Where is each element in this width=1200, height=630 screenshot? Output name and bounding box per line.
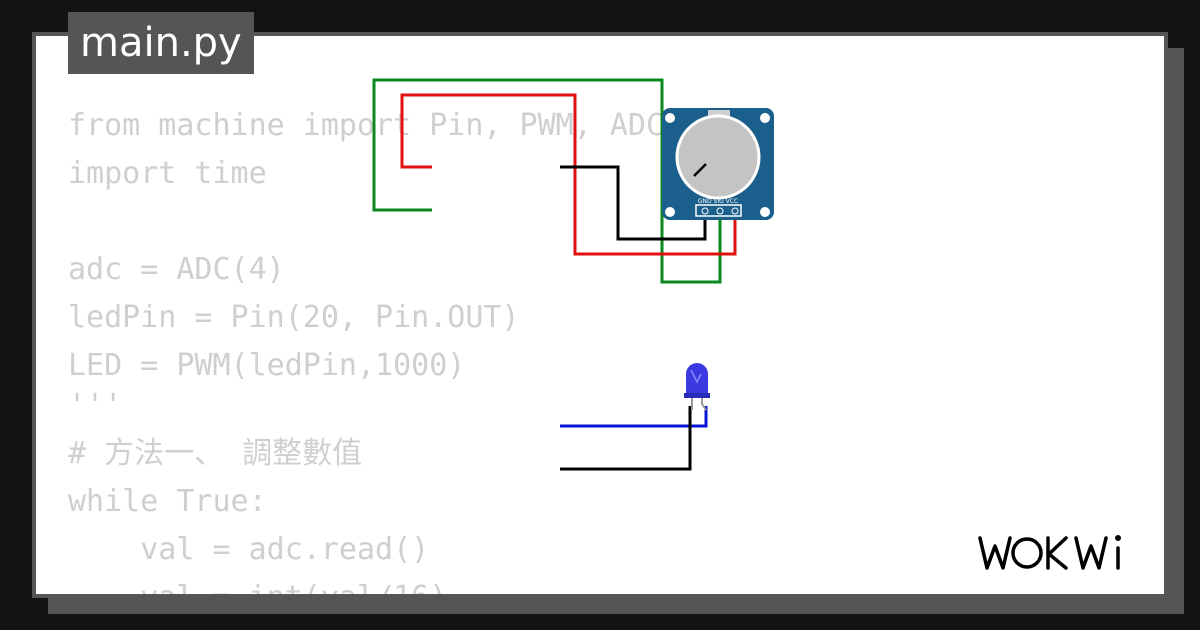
code-editor: from machine import Pin, PWM, ADC import … [68,102,665,598]
wire-black [560,165,707,241]
potentiometer-pin-labels: GND SIG VCC [698,198,738,205]
preview-card: from machine import Pin, PWM, ADC import … [32,32,1168,598]
led[interactable] [684,363,710,411]
potentiometer[interactable]: GND SIG VCC [662,108,774,220]
wire-green [372,78,722,284]
wire-black-led [560,406,692,471]
code-line: import time [68,156,267,191]
code-line: while True: [68,484,267,519]
file-tab[interactable]: main.py [68,12,254,74]
potentiometer-knob[interactable] [675,114,761,200]
code-line: from machine import Pin, PWM, ADC [68,108,665,143]
code-line: val = adc.read() [68,532,430,567]
code-line: ledPin = Pin(20, Pin.OUT) [68,300,520,335]
code-line: val = int(val/16) [68,580,448,598]
wokwi-logo [978,535,1121,570]
code-line: adc = ADC(4) [68,252,285,287]
code-line: ''' [68,388,123,423]
code-line: # 方法一、 調整數值 [68,436,363,471]
wire-red [400,93,737,256]
code-line: LED = PWM(ledPin,1000) [68,348,466,383]
wire-blue [560,406,708,428]
